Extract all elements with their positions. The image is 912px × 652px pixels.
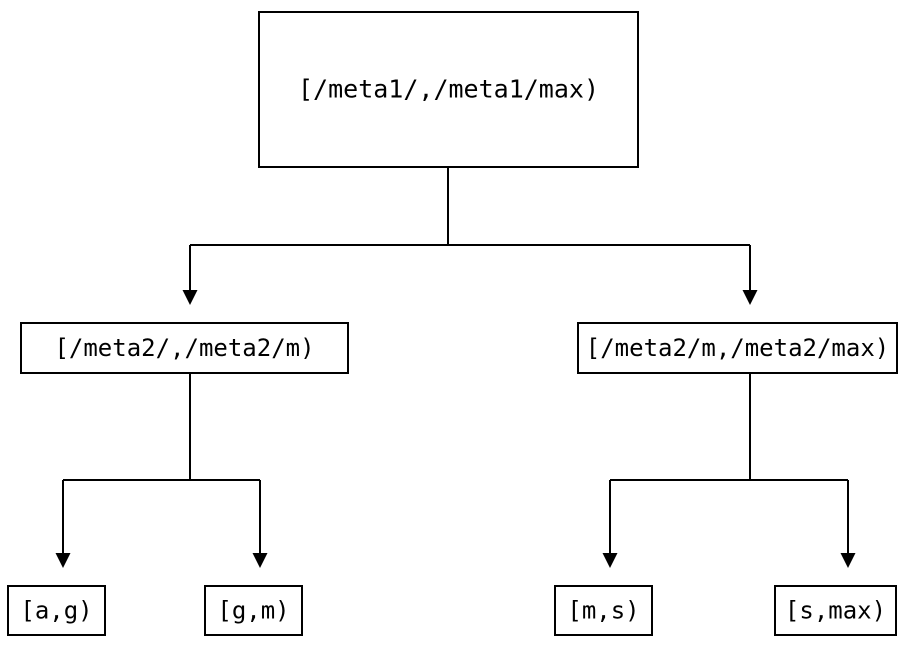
connectors-layer [55,167,856,568]
node-mid-left-label: [/meta2/,/meta2/m) [54,334,314,362]
connector-mid-left-left-arrow-icon [55,553,71,568]
node-leaf-a-g-label: [a,g) [20,597,92,625]
node-leaf-a-g[interactable]: [a,g) [6,584,107,637]
connector-mid-right-left-arrow-icon [602,553,618,568]
node-leaf-s-max-label: [s,max) [785,597,886,625]
connector-mid-right [602,373,856,568]
node-leaf-g-m-box[interactable] [203,584,304,637]
node-leaf-a-g-box[interactable] [6,584,107,637]
node-mid-left[interactable]: [/meta2/,/meta2/m) [19,321,350,375]
node-root[interactable]: [/meta1/,/meta1/max) [257,10,640,169]
connector-mid-left [55,373,268,568]
node-leaf-m-s-box[interactable] [553,584,654,637]
node-mid-left-box[interactable] [19,321,350,375]
node-root-label: [/meta1/,/meta1/max) [298,75,599,104]
node-leaf-g-m-label: [g,m) [217,597,289,625]
node-leaf-g-m[interactable]: [g,m) [203,584,304,637]
node-leaf-m-s[interactable]: [m,s) [553,584,654,637]
nodes-layer: [/meta1/,/meta1/max) [/meta2/,/meta2/m) [/… [6,10,899,637]
node-leaf-m-s-label: [m,s) [567,597,639,625]
connector-root-left-arrow-icon [182,290,198,305]
node-mid-right-box[interactable] [576,321,899,375]
connector-mid-right-right-arrow-icon [840,553,856,568]
node-mid-right-label: [/meta2/m,/meta2/max) [586,334,889,362]
connector-root-right-arrow-icon [742,290,758,305]
node-leaf-s-max-box[interactable] [773,584,898,637]
node-leaf-s-max[interactable]: [s,max) [773,584,898,637]
connector-root [182,167,758,305]
connector-mid-left-right-arrow-icon [252,553,268,568]
node-root-box[interactable] [257,10,640,169]
node-mid-right[interactable]: [/meta2/m,/meta2/max) [576,321,899,375]
